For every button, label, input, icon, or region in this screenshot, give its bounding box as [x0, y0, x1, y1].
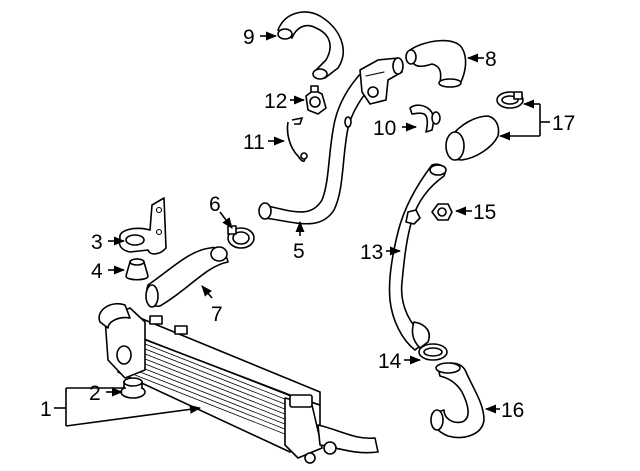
callout-3: 3 [91, 231, 103, 254]
callout-16: 16 [501, 399, 524, 422]
leader-lines [54, 31, 550, 427]
callout-11: 11 [243, 131, 265, 154]
pipe-5-part [258, 57, 404, 225]
sensor-15-part [431, 203, 453, 221]
hose-11-part [286, 116, 308, 163]
callout-9: 9 [243, 26, 255, 49]
callout-1: 1 [40, 398, 52, 421]
valve-12-part [305, 85, 327, 115]
callout-8: 8 [485, 48, 497, 71]
callout-6: 6 [209, 193, 221, 216]
clamp-6-part [227, 225, 255, 249]
hose-7-part [145, 246, 229, 308]
callout-13: 13 [360, 241, 383, 264]
callout-labels: 1 2 3 4 5 6 7 8 9 10 11 12 13 14 15 16 1… [40, 26, 575, 422]
hose-17-part [445, 91, 524, 161]
hose-16-part [430, 362, 485, 439]
clamp-14-part [418, 343, 448, 361]
callout-7: 7 [211, 303, 223, 326]
callout-4: 4 [91, 260, 103, 283]
callout-2: 2 [89, 382, 101, 405]
bracket-part [118, 197, 167, 255]
elbow-hose-8-part [405, 39, 467, 88]
callout-17: 17 [552, 112, 575, 135]
intercooler-part [98, 303, 379, 464]
hose-13-part [388, 163, 447, 351]
callout-14: 14 [378, 350, 402, 373]
mount-part [125, 258, 149, 281]
hose-9-part [277, 11, 344, 80]
callout-10: 10 [373, 117, 396, 140]
tube-10-part [409, 104, 441, 133]
callout-15: 15 [473, 201, 496, 224]
grommet-part [120, 377, 146, 399]
callout-12: 12 [264, 90, 287, 113]
callout-5: 5 [293, 240, 305, 263]
